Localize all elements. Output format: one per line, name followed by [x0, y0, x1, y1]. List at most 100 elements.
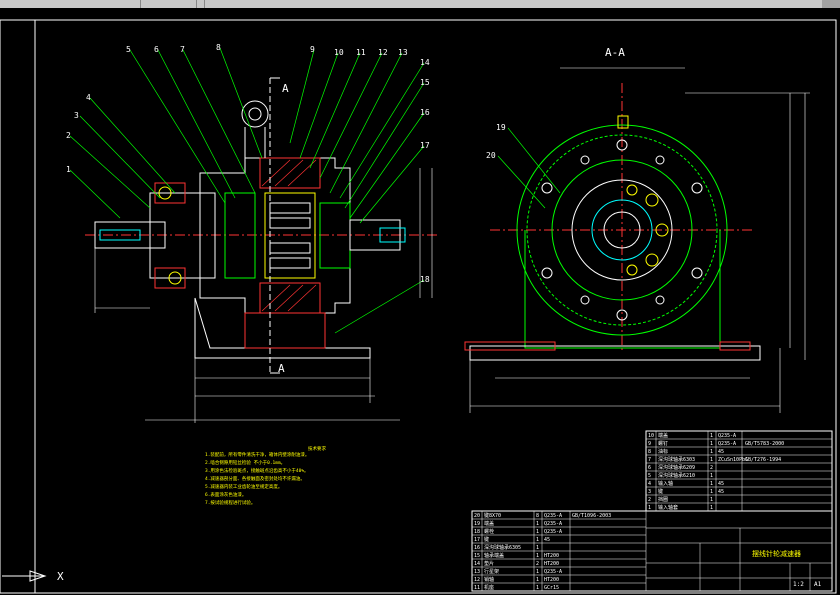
parts-list-cell: GCr15 — [544, 585, 559, 591]
notes-heading: 技术要求 — [308, 445, 326, 452]
parts-list-cell: 8 — [536, 513, 539, 519]
front-section-view — [85, 77, 440, 374]
parts-list-cell: 1 — [710, 489, 713, 495]
leader-lines — [69, 47, 425, 334]
parts-list-cell: 深沟球轴承6303 — [658, 456, 695, 463]
parts-list-cell: Q235-A — [544, 569, 562, 575]
parts-list-cell: 18 — [474, 529, 480, 535]
parts-list-cell: GB/T276-1994 — [745, 457, 781, 463]
cad-drawing-canvas[interactable]: A A 1 2 3 4 5 6 7 8 9 10 11 12 13 14 — [0, 8, 840, 595]
base-section — [244, 312, 326, 349]
parts-list-cell: 键 — [484, 536, 489, 543]
part-number: 12 — [378, 48, 388, 57]
parts-list-cell: 45 — [544, 537, 550, 543]
keyway — [99, 229, 141, 241]
ucs-icon: X — [2, 570, 64, 583]
parts-list-cell: 深沟球轴承6209 — [658, 464, 695, 471]
ball — [158, 186, 172, 200]
sheet-inner-border — [34, 19, 837, 594]
parts-list-cell: GB/T1096-2003 — [572, 513, 611, 519]
parts-list-cell: 1 — [536, 553, 539, 559]
parts-list-cell: 2 — [536, 561, 539, 567]
parts-list-cell: 深沟球轴承6210 — [658, 472, 695, 479]
parts-list-cell: 螺栓 — [484, 528, 494, 535]
cut-mark-bottom: A — [278, 362, 285, 375]
parts-list-cell: 销轴 — [484, 576, 494, 583]
input-bearing-housing — [149, 192, 216, 279]
parts-list-cell: 11 — [474, 585, 480, 591]
part-number: 6 — [154, 45, 159, 54]
parts-list-cell: 端盖 — [484, 520, 494, 527]
drawing-title: 摆线针轮减速器 — [752, 549, 801, 558]
parts-list-cell: 6 — [648, 465, 651, 471]
housing-body — [524, 230, 721, 349]
part-number: 13 — [398, 48, 408, 57]
parts-list-cell: Q235-A — [718, 433, 736, 439]
note-line: 4.减速器剖分面、各接触面及密封处均不许漏油。 — [205, 475, 305, 482]
roller-pins — [626, 184, 669, 276]
note-line: 6.表面涂灰色油漆。 — [205, 491, 246, 498]
parts-list-cell: 1 — [536, 537, 539, 543]
parts-list-cell: 输入轴套 — [658, 504, 678, 511]
parts-list-cell: 7 — [648, 457, 651, 463]
parts-list-cell: HT200 — [544, 561, 559, 567]
bore-outer — [591, 199, 653, 261]
parts-list-cell: 17 — [474, 537, 480, 543]
dimension-lines-right — [469, 67, 810, 413]
leader-lines-right — [497, 127, 561, 209]
cycloid-outer — [551, 159, 693, 301]
base-plate — [469, 345, 761, 361]
note-line: 7.按试验规程进行试验。 — [205, 499, 255, 506]
part-number: 20 — [486, 151, 496, 160]
scrollbar[interactable] — [822, 0, 840, 8]
part-number: 9 — [310, 45, 315, 54]
part-number: 11 — [356, 48, 366, 57]
parts-list-cell: 2 — [648, 497, 651, 503]
part-number: 5 — [126, 45, 131, 54]
parts-list-cell: 1 — [536, 585, 539, 591]
part-number: 15 — [420, 78, 430, 87]
parts-list-cell: 2 — [710, 465, 713, 471]
section-label: A-A — [605, 46, 625, 59]
parts-list-cell: 5 — [648, 473, 651, 479]
parts-list-cell: 1 — [710, 473, 713, 479]
toolbar-segment[interactable] — [196, 0, 205, 8]
toolbar-segment[interactable] — [140, 0, 197, 8]
sheet-size: A1 — [814, 581, 822, 588]
parts-list-cell: 油标 — [658, 448, 668, 455]
parts-list-cell: 端盖 — [658, 432, 668, 439]
note-line: 3.用涂色法检验斑点，接触斑点沿齿高不小于40%。 — [205, 467, 309, 474]
eccentric-bearing — [224, 192, 256, 279]
output-keyway — [379, 227, 406, 243]
part-number: 16 — [420, 108, 430, 117]
bore-inner — [603, 211, 641, 249]
parts-list-cell: 1 — [536, 521, 539, 527]
parts-list-cell: 14 — [474, 561, 480, 567]
disc — [571, 179, 673, 281]
part-number: 14 — [420, 58, 430, 67]
parts-list-cell: 螺钉 — [658, 440, 668, 447]
note-line: 2.啮合侧隙用铅丝检验 不小于0.1mm。 — [205, 459, 285, 466]
note-line: 1.装配前，所有零件清洗干净，箱体内壁涂耐油漆。 — [205, 451, 309, 458]
dimension-lines — [94, 168, 433, 423]
parts-list-cell: 垫片 — [484, 560, 494, 567]
parts-list-cell: 1 — [710, 505, 713, 511]
parts-list-cell: 键8X70 — [484, 512, 501, 519]
parts-list-cell: 1 — [710, 433, 713, 439]
parts-list-cell: 8 — [648, 449, 651, 455]
parts-list-cell: 1 — [710, 449, 713, 455]
parts-list-cell: 1 — [536, 569, 539, 575]
input-shaft — [94, 221, 166, 249]
toolbar-segment[interactable] — [0, 0, 141, 8]
parts-list-cell: HT200 — [544, 553, 559, 559]
parts-list-cell: 1 — [710, 481, 713, 487]
parts-list-cell: ZCuSn10Pb1 — [718, 457, 748, 463]
parts-list-cell: 1 — [536, 545, 539, 551]
parts-list-cell: 3 — [648, 489, 651, 495]
side-section-view — [464, 83, 761, 361]
parts-list-cell: Q235-A — [544, 521, 562, 527]
window-toolbar-strip — [0, 0, 840, 8]
cycloid-disc — [264, 192, 316, 279]
